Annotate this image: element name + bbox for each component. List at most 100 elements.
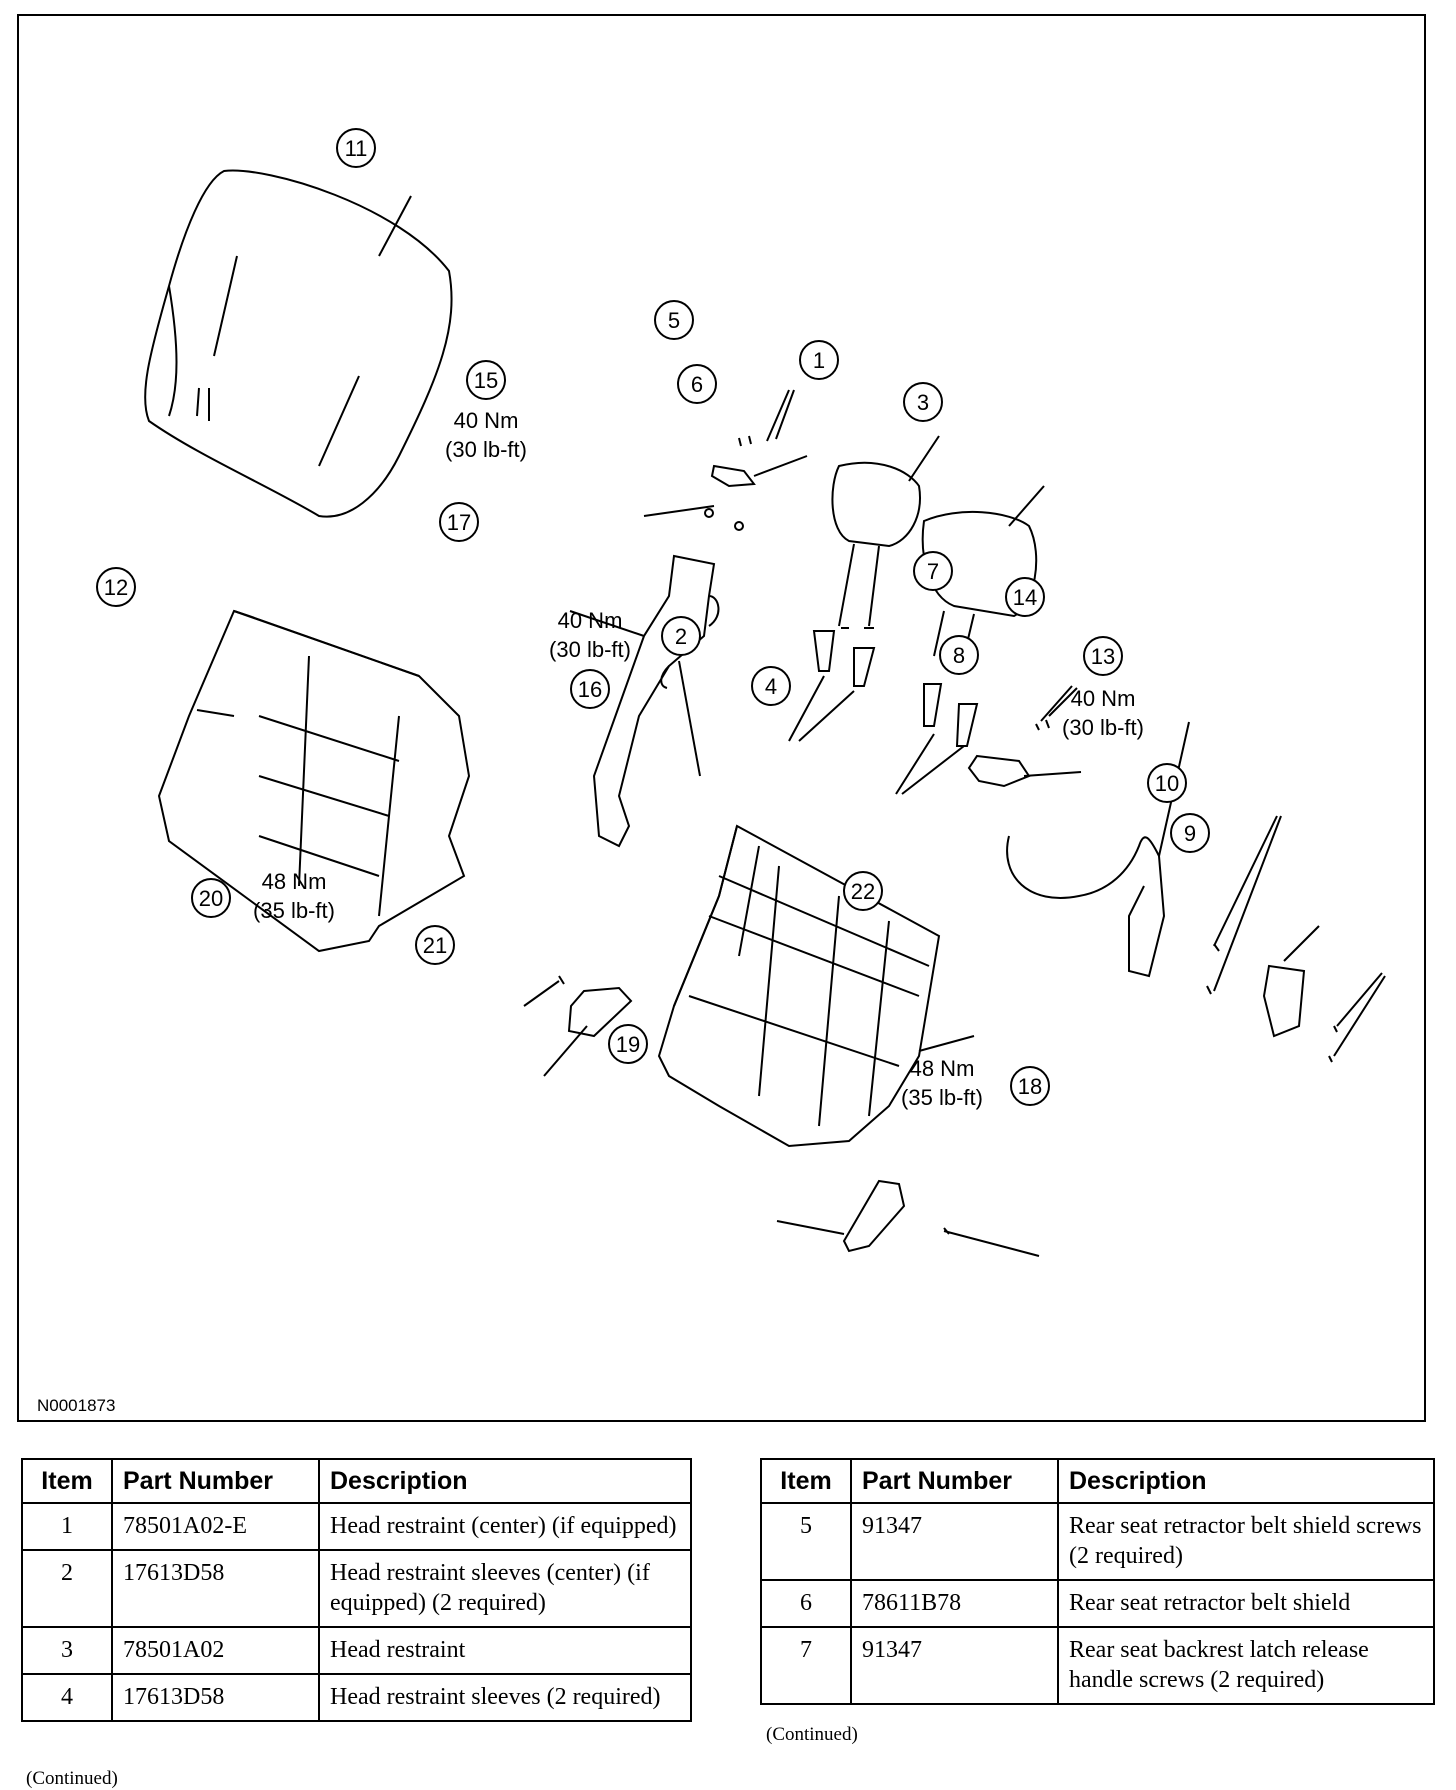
callout-11: 11 [336,128,376,168]
figure-id: N0001873 [37,1396,116,1415]
part-number-cell: 91347 [850,1626,1059,1705]
callout-number: 8 [953,643,965,668]
col-part-number: Part Number [850,1458,1059,1504]
col-item: Item [21,1458,113,1504]
callout-7: 7 [913,551,953,591]
callout-number: 13 [1091,644,1115,669]
callout-number: 4 [765,674,777,699]
item-cell: 4 [21,1673,113,1722]
callout-1: 1 [799,340,839,380]
item-cell: 3 [21,1626,113,1675]
callout-number: 20 [199,886,223,911]
seat-belt-retractor [592,554,716,848]
callout-number: 5 [668,308,680,333]
description-cell: Head restraint [318,1626,692,1675]
callout-number: 6 [691,372,703,397]
description-cell: Head restraint (center) (if equipped) [318,1502,692,1551]
item-cell: 1 [21,1502,113,1551]
item-cell: 5 [760,1502,852,1581]
torque-label-t13-metric: 40 Nm [1071,686,1136,711]
callout-2: 2 [661,616,701,656]
part-number-cell: 78611B78 [850,1579,1059,1628]
latch-bracket [1262,964,1306,1038]
seat-cushion [157,609,471,953]
seat-back-cover [144,169,453,518]
callout-22: 22 [843,871,883,911]
description-cell: Rear seat retractor belt shield screws (… [1057,1502,1435,1581]
description-cell: Head restraint sleeves (center) (if equi… [318,1549,692,1628]
callout-number: 19 [616,1032,640,1057]
callout-9: 9 [1170,813,1210,853]
col-description: Description [1057,1458,1435,1504]
callout-number: 14 [1013,585,1037,610]
callout-12: 12 [96,567,136,607]
torque-label-t20-metric: 48 Nm [262,869,327,894]
callout-3: 3 [903,382,943,422]
callout-17: 17 [439,502,479,542]
continued-note-left: (Continued) [26,1768,118,1789]
callout-21: 21 [415,925,455,965]
callout-number: 11 [345,136,368,161]
callout-number: 3 [917,390,929,415]
part-number-cell: 91347 [850,1502,1059,1581]
callout-19: 19 [608,1024,648,1064]
torque-label-t15-imperial: (30 lb-ft) [445,437,527,462]
torque-label-t18-imperial: (35 lb-ft) [901,1085,983,1110]
part-number-cell: 17613D58 [111,1673,320,1722]
callout-number: 12 [104,575,128,600]
item-cell: 2 [21,1549,113,1628]
torque-label-t15-metric: 40 Nm [454,408,519,433]
callout-20: 20 [191,878,231,918]
torque-label-t16-imperial: (30 lb-ft) [549,637,631,662]
torque-label-t18-metric: 48 Nm [910,1056,975,1081]
table-header-row: Item Part Number Description [21,1458,692,1504]
part-number-cell: 78501A02 [111,1626,320,1675]
seat-back-frame [657,824,941,1148]
lower-bracket-right [842,1179,906,1253]
item-cell: 6 [760,1579,852,1628]
callout-8: 8 [939,635,979,675]
callout-16: 16 [570,669,610,709]
head-restraint-center [831,461,921,548]
callout-number: 21 [423,933,447,958]
callout-5: 5 [654,300,694,340]
callout-14: 14 [1005,577,1045,617]
col-item: Item [760,1458,852,1504]
col-part-number: Part Number [111,1458,320,1504]
torque-label-t16-metric: 40 Nm [558,608,623,633]
belt-shield [710,464,756,488]
description-cell: Head restraint sleeves (2 required) [318,1673,692,1722]
lower-bracket-left [567,986,633,1038]
callout-number: 15 [474,368,498,393]
continued-note-right: (Continued) [766,1724,858,1745]
callout-18: 18 [1010,1066,1050,1106]
callout-number: 2 [675,624,687,649]
description-cell: Rear seat backrest latch release handle … [1057,1626,1435,1705]
callout-13: 13 [1083,636,1123,676]
part-number-cell: 78501A02-E [111,1502,320,1551]
callout-number: 16 [578,677,602,702]
callout-6: 6 [677,364,717,404]
torque-label-t20-imperial: (35 lb-ft) [253,898,335,923]
table-header-row: Item Part Number Description [760,1458,1435,1504]
description-cell: Rear seat retractor belt shield [1057,1579,1435,1628]
latch-handle [967,754,1031,788]
callout-number: 7 [927,559,939,584]
callout-number: 17 [447,510,471,535]
item-cell: 7 [760,1626,852,1705]
col-description: Description [318,1458,692,1504]
callout-15: 15 [466,360,506,400]
callout-number: 9 [1184,821,1196,846]
callout-4: 4 [751,666,791,706]
callout-number: 22 [851,879,875,904]
